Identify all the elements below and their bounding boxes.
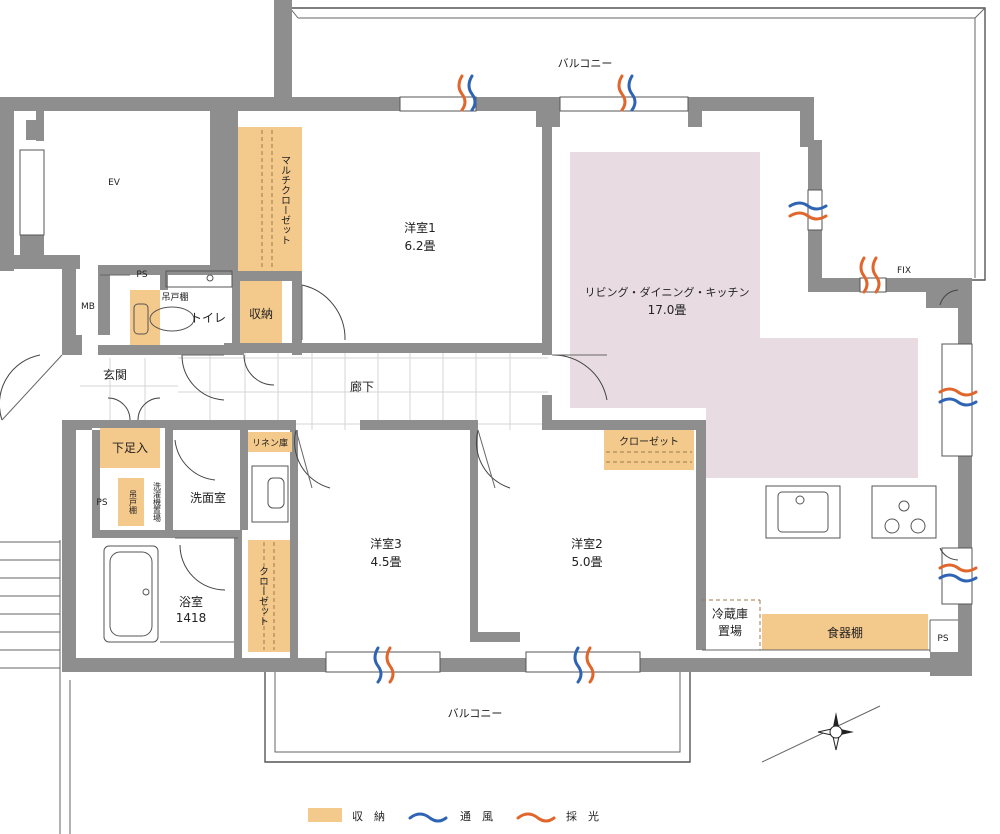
ldk-area (570, 152, 918, 478)
fridge-label-line1: 冷蔵庫 (712, 607, 748, 621)
senmenshitsu-label: 洗面室 (190, 490, 226, 505)
ps-right-label: PS (937, 634, 948, 644)
ps-top-label: PS (136, 270, 147, 280)
room1-name: 洋室1 (404, 220, 436, 235)
legend-daylight-label: 採 光 (566, 809, 599, 823)
fixtures (100, 270, 958, 652)
corridor-label: 廊下 (350, 379, 374, 394)
storage-label: 収納 (249, 307, 273, 321)
legend-ventilation-label: 通 風 (460, 810, 493, 823)
room2-name: 洋室2 (571, 536, 603, 551)
hanging-shelf-label: 吊戸棚 (161, 291, 188, 303)
multi-closet-label: マルチクローゼット (279, 155, 291, 245)
toilet-label: トイレ (190, 311, 226, 325)
room3-size: 4.5畳 (370, 555, 401, 569)
stairs (0, 540, 71, 834)
bath-name: 浴室 (179, 594, 203, 609)
fridge-label-line2: 置場 (718, 624, 742, 638)
mb-label: MB (81, 302, 95, 312)
washer-label: 洗濯機置場 (153, 481, 162, 523)
closet-room2-label: クローゼット (619, 436, 679, 448)
storage-areas (100, 127, 928, 652)
cupboard-label: 食器棚 (827, 625, 863, 640)
genkan-label: 玄関 (103, 367, 127, 382)
room2-size: 5.0畳 (571, 555, 602, 569)
compass-icon (761, 705, 881, 763)
balcony-top-label: バルコニー (558, 57, 613, 70)
ev-label: EV (108, 178, 121, 188)
airflow-marks (373, 74, 978, 684)
legend: 収 納 通 風 採 光 (308, 808, 599, 823)
legend-daylight-icon (516, 812, 556, 823)
fix-label: FIX (897, 266, 911, 276)
closet-room3-label: クローゼット (257, 566, 269, 626)
shoe-storage-label: 下足入 (112, 441, 148, 455)
balcony-bottom (264, 672, 691, 763)
walls (0, 0, 972, 676)
ldk-size: 17.0畳 (648, 303, 687, 317)
bath-size: 1418 (176, 611, 207, 625)
room3-name: 洋室3 (370, 536, 402, 551)
ps-left-label: PS (96, 498, 107, 508)
hanging-shelf-small-label: 吊戸棚 (129, 490, 138, 515)
corridor-tiles (80, 352, 548, 430)
ldk-name: リビング・ダイニング・キッチン (585, 285, 750, 299)
doors (0, 284, 959, 591)
legend-storage-label: 収 納 (352, 810, 385, 823)
linen-label: リネン庫 (252, 437, 288, 449)
room1-size: 6.2畳 (404, 239, 435, 253)
legend-storage-swatch (308, 808, 342, 822)
balcony-bottom-label: バルコニー (448, 707, 503, 720)
legend-ventilation-icon (408, 812, 448, 823)
